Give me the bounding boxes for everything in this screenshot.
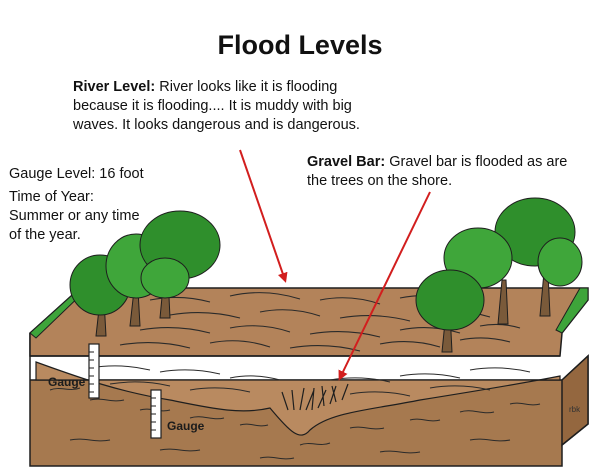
river-level-arrow xyxy=(239,149,288,283)
right-grass-bank xyxy=(555,287,589,334)
artist-credit: rbk xyxy=(569,405,581,414)
left-tree-group xyxy=(69,210,221,337)
submerged-gravel-bar-grass xyxy=(281,383,349,411)
flood-waves xyxy=(119,292,521,352)
gravel-bar-note: Gravel Bar: Gravel bar is flooded as are… xyxy=(307,153,582,191)
gauge-level-note: Gauge Level: 16 foot xyxy=(9,166,144,182)
gauge-left xyxy=(88,343,100,399)
soil-right-face xyxy=(561,354,589,447)
river-level-note: River Level: River looks like it is floo… xyxy=(73,78,373,135)
underwater-current-lines xyxy=(89,365,531,397)
time-of-year-note: Time of Year: Summer or any time of the … xyxy=(9,189,140,243)
gravel-bar-text: Gravel bar is flooded as are the trees o… xyxy=(307,154,568,189)
river-level-label: River Level: xyxy=(73,79,156,95)
right-tree-group xyxy=(415,197,583,353)
gravel-bar-label: Gravel Bar: xyxy=(307,154,386,170)
river-channel xyxy=(35,361,561,436)
gravel-bar-arrow xyxy=(338,191,431,381)
gauge-left-label: Gauge xyxy=(48,375,86,389)
river-level-text: River looks like it is flooding because … xyxy=(73,79,360,133)
gauge-center xyxy=(150,389,162,439)
gauge-center-label: Gauge xyxy=(167,419,205,433)
riverbed-stones xyxy=(49,387,541,460)
page-title: Flood Levels xyxy=(217,30,383,60)
